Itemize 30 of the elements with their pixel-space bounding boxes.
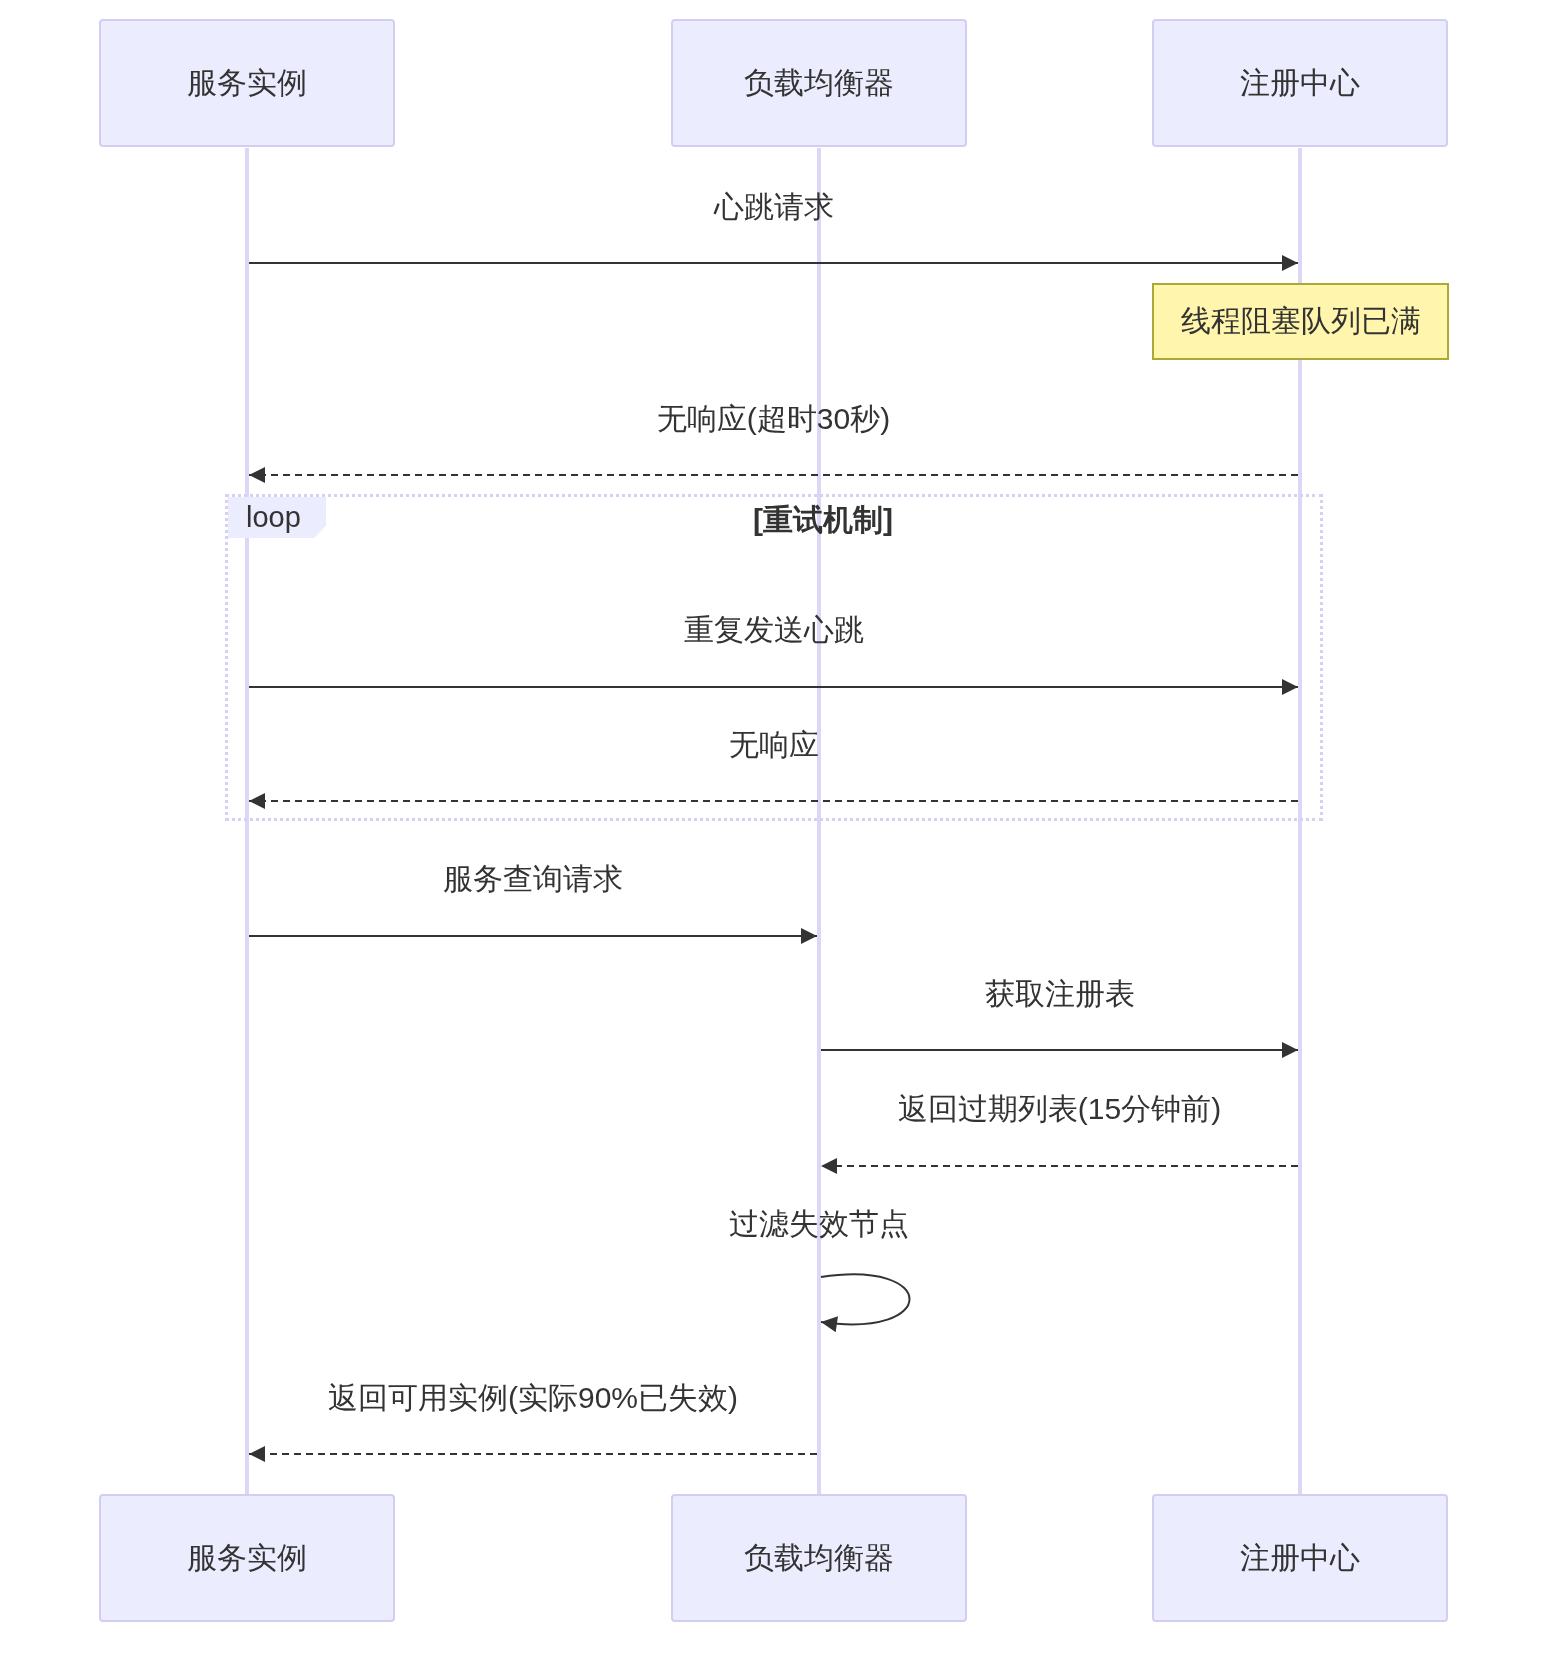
arrow xyxy=(820,1273,911,1332)
edge-label: 心跳请求 xyxy=(713,188,834,225)
loop-condition: [重试机制] xyxy=(753,502,893,538)
edge-label: 返回可用实例(实际90%已失效) xyxy=(328,1379,738,1416)
edge-label: 服务查询请求 xyxy=(443,860,623,897)
arrow xyxy=(248,928,818,944)
dashed-arrow xyxy=(248,467,1299,483)
edge-label: 无响应(超时30秒) xyxy=(656,400,891,437)
edge-label: 返回过期列表(15分钟前) xyxy=(897,1090,1222,1127)
actor-box: 服务实例 xyxy=(99,1494,395,1622)
dashed-arrow xyxy=(820,1158,1299,1174)
lifeline xyxy=(1298,148,1302,283)
actor-box: 负载均衡器 xyxy=(671,19,967,147)
actor-box: 注册中心 xyxy=(1152,19,1448,147)
loop-tab: loop xyxy=(228,497,326,538)
arrow xyxy=(820,1042,1299,1058)
edge-label: 过滤失效节点 xyxy=(729,1205,909,1242)
actor-box: 服务实例 xyxy=(99,19,395,147)
note-box: 线程阻塞队列已满 xyxy=(1152,283,1449,360)
edge-label: 重复发送心跳 xyxy=(683,611,864,648)
lifeline xyxy=(1298,360,1302,1494)
edge-label: 获取注册表 xyxy=(984,975,1135,1012)
lifeline xyxy=(245,148,249,1494)
arrow xyxy=(248,679,1299,695)
dashed-arrow xyxy=(248,1446,818,1462)
actor-box: 注册中心 xyxy=(1152,1494,1448,1622)
edge-label: 无响应 xyxy=(728,726,819,763)
dashed-arrow xyxy=(248,793,1299,809)
arrow xyxy=(248,255,1299,271)
actor-box: 负载均衡器 xyxy=(671,1494,967,1622)
